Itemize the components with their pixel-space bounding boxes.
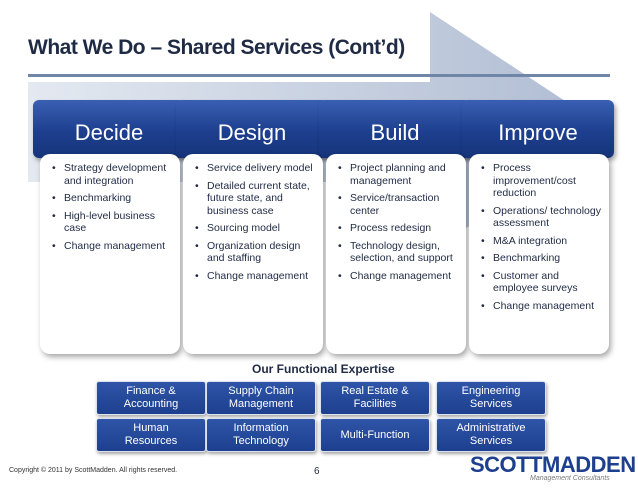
list-item: Change management — [195, 270, 317, 283]
expertise-title: Our Functional Expertise — [252, 362, 395, 376]
list-item: Organization design and staffing — [195, 240, 317, 265]
phase-header-design: Design — [176, 100, 328, 158]
page-title: What We Do – Shared Services (Cont’d) — [28, 36, 405, 59]
phase-header-improve: Improve — [462, 100, 614, 158]
phase-box-improve: Process improvement/cost reduction Opera… — [469, 154, 609, 354]
expertise-finance-accounting: Finance & Accounting — [96, 381, 206, 415]
list-item: Benchmarking — [481, 252, 603, 265]
list-item: Strategy development and integration — [52, 162, 174, 187]
expertise-real-estate: Real Estate & Facilities — [320, 381, 430, 415]
expertise-engineering: Engineering Services — [436, 381, 546, 415]
list-item: Benchmarking — [52, 192, 174, 205]
phase-header-decide: Decide — [33, 100, 185, 158]
list-item: Customer and employee surveys — [481, 270, 603, 295]
list-item: M&A integration — [481, 235, 603, 248]
list-item: Technology design, selection, and suppor… — [338, 240, 460, 265]
expertise-supply-chain: Supply Chain Management — [206, 381, 316, 415]
expertise-multi-function: Multi-Function — [320, 418, 430, 452]
list-item: Change management — [338, 270, 460, 283]
expertise-information-technology: Information Technology — [206, 418, 316, 452]
list-item: Operations/ technology assessment — [481, 205, 603, 230]
list-item: Process improvement/cost reduction — [481, 162, 603, 200]
expertise-human-resources: Human Resources — [96, 418, 206, 452]
copyright-text: Copyright © 2011 by ScottMadden. All rig… — [9, 467, 178, 474]
list-item: Change management — [481, 300, 603, 313]
phase-header-build: Build — [319, 100, 471, 158]
list-item: Process redesign — [338, 222, 460, 235]
phase-box-build: Project planning and management Service/… — [326, 154, 466, 354]
logo-subtext: Management Consultants — [530, 475, 610, 482]
phase-box-design: Service delivery model Detailed current … — [183, 154, 323, 354]
page-number: 6 — [314, 466, 320, 477]
list-item: Service/transaction center — [338, 192, 460, 217]
title-divider — [28, 74, 610, 77]
list-item: Detailed current state, future state, an… — [195, 180, 317, 218]
list-item: High-level business case — [52, 210, 174, 235]
list-item: Sourcing model — [195, 222, 317, 235]
list-item: Service delivery model — [195, 162, 317, 175]
logo-text: SCOTTMADDEN — [470, 452, 636, 477]
expertise-administrative: Administrative Services — [436, 418, 546, 452]
scottmadden-logo: SCOTTMADDEN Management Consultants — [470, 452, 636, 487]
list-item: Project planning and management — [338, 162, 460, 187]
list-item: Change management — [52, 240, 174, 253]
phase-box-decide: Strategy development and integration Ben… — [40, 154, 180, 354]
